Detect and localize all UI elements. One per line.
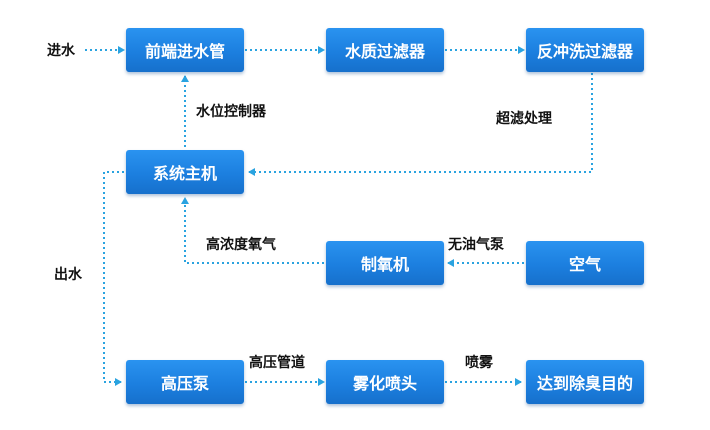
node-deodorize: 达到除臭目的	[526, 360, 644, 404]
node-backwash-filter: 反冲洗过滤器	[526, 28, 644, 72]
node-water-filter: 水质过滤器	[326, 28, 444, 72]
label-high-pressure-pipe: 高压管道	[249, 355, 305, 371]
label-water-out: 出水	[54, 267, 82, 283]
arrow-host-to-pump	[103, 171, 124, 386]
node-front-inlet-pipe: 前端进水管	[126, 28, 244, 72]
node-system-host: 系统主机	[126, 150, 244, 194]
node-atomizing-nozzle: 雾化喷头	[326, 360, 444, 404]
node-air: 空气	[526, 241, 644, 285]
node-high-pressure-pump: 高压泵	[126, 360, 244, 404]
label-spray: 喷雾	[465, 355, 493, 371]
label-water-in: 进水	[47, 43, 75, 59]
arrow-oxygen-to-host	[181, 197, 324, 264]
label-water-level-controller: 水位控制器	[196, 104, 266, 120]
label-ultrafiltration: 超滤处理	[496, 111, 552, 127]
node-oxygen-generator: 制氧机	[326, 241, 444, 285]
label-high-concentration-oxygen: 高浓度氧气	[206, 237, 276, 253]
label-oil-free-air-pump: 无油气泵	[448, 237, 504, 253]
